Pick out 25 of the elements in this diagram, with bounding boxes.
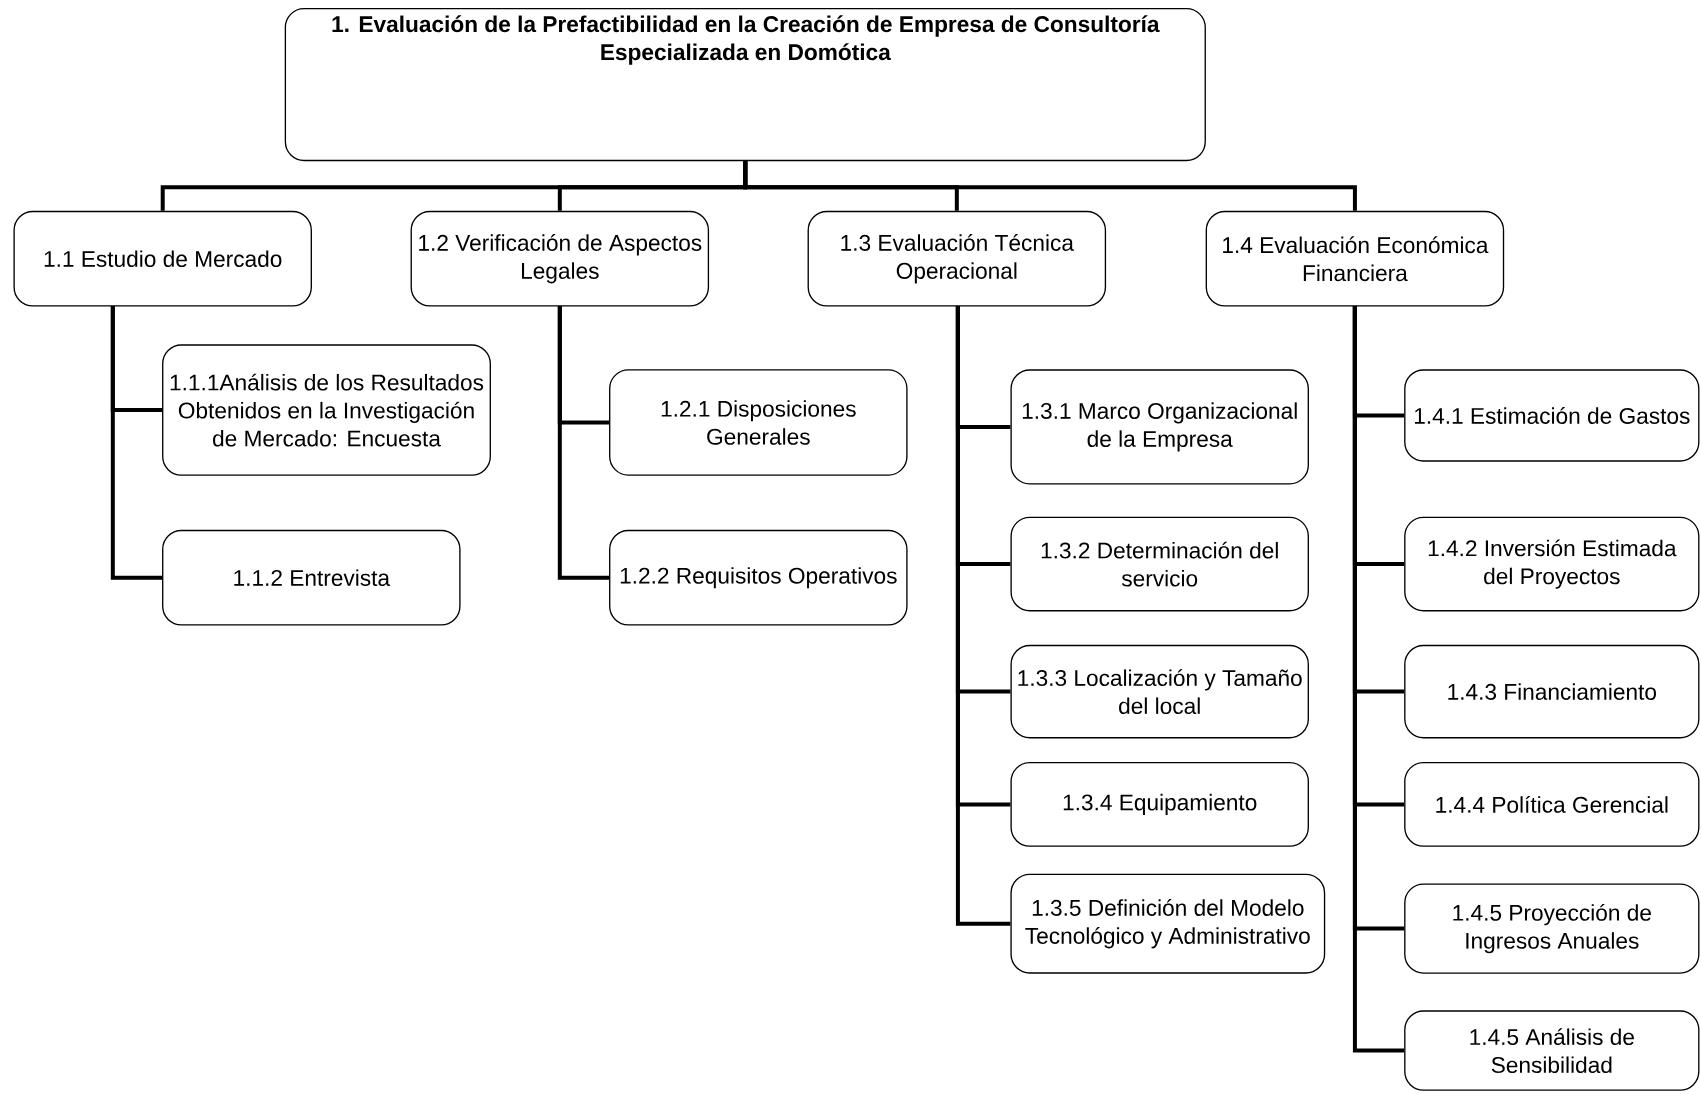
connector-line [557,305,610,580]
task-box: 1.1 Estudio de Mercado [13,210,312,307]
title-box: 1. Evaluación de la Prefactibilidad en la Creación de Empresa de Consultoría Especializada en Domótica [284,8,1206,162]
task-box: 1.4.1 Estimación de Gastos [1404,369,1700,462]
task-box: 1.2.2 Requisitos Operativos [609,529,908,626]
connector-line [743,161,1357,211]
task-box: 1.1.1Análisis de los Resultados Obtenidos en la Investigación de Mercado: Encuesta [162,344,491,476]
task-box: 1.3 Evaluación Técnica Operacional [807,210,1107,307]
task-box: 1.3.1 Marco Organizacional de la Empresa [1010,369,1309,485]
task-box: 1.4 Evaluación Económica Financiera [1205,210,1505,307]
task-box: 1.3.2 Determinación del servicio [1010,516,1309,612]
task-box: 1.1.2 Entrevista [162,529,461,626]
task-box: 1.3.3 Localización y Tamaño del local [1010,644,1309,739]
task-box: 1.4.5 Proyección de Ingresos Anuales [1404,883,1700,974]
task-box: 1.4.3 Financiamiento [1404,644,1700,739]
task-box: 1.4.5 Análisis de Sensibilidad [1404,1010,1700,1091]
task-box: 1.3.5 Definición del Modelo Tecnológico y Administrativo [1010,873,1326,974]
connector-line [110,305,163,580]
connector-line [1352,305,1405,1053]
connector-line [955,305,1011,926]
task-box: 1.3.4 Equipamiento [1010,762,1309,847]
task-box: 1.4.2 Inversión Estimada del Proyectos [1404,516,1700,612]
task-box: 1.2 Verificación de Aspectos Legales [410,210,710,307]
task-box: 1.4.4 Política Gerencial [1404,762,1700,847]
task-box: 1.2.1 Disposiciones Generales [609,369,908,476]
